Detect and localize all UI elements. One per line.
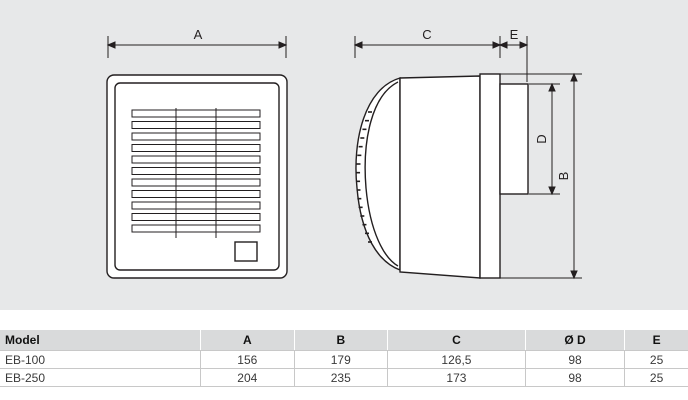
side-cover-inner-line	[364, 81, 399, 267]
table-cell-d: 98	[524, 350, 625, 369]
louver-slat	[131, 144, 261, 152]
side-main-body	[399, 75, 481, 279]
side-front-cover	[355, 77, 401, 272]
technical-drawing-svg: A C E D	[106, 27, 582, 280]
column-header-c: C	[387, 330, 525, 350]
louver-slat	[131, 132, 261, 141]
table-cell-e: 25	[624, 350, 688, 369]
technical-drawing: A C E D	[0, 0, 688, 310]
column-header-b: B	[293, 330, 387, 350]
louver-slat	[131, 224, 261, 233]
louver-slat	[131, 213, 261, 221]
louver-slat	[131, 109, 261, 118]
switch-window	[234, 241, 258, 262]
dimension-a	[106, 36, 288, 58]
dimension-b	[500, 72, 582, 280]
table-cell-c: 126,5	[387, 350, 525, 369]
side-view	[355, 73, 529, 279]
louver-slat	[131, 190, 261, 198]
column-header-d: Ø D	[524, 330, 625, 350]
louver-slat	[131, 155, 261, 164]
front-inner-panel	[114, 82, 280, 271]
dimension-b-label: B	[556, 172, 571, 181]
table-cell-a: 156	[200, 350, 294, 369]
dimension-c	[353, 36, 502, 58]
cover-ribs	[356, 111, 372, 243]
table-cell-model: EB-100	[0, 350, 201, 369]
dimension-a-label: A	[194, 27, 203, 42]
table-cell-c: 173	[387, 369, 525, 387]
table-cell-a: 204	[200, 369, 294, 387]
dimension-d	[529, 82, 560, 196]
side-spigot	[499, 83, 529, 195]
column-header-e: E	[624, 330, 688, 350]
table-cell-b: 179	[293, 350, 387, 369]
louver-grille	[131, 108, 261, 238]
table-cell-e: 25	[624, 369, 688, 387]
louver-slat	[131, 167, 261, 175]
table-cell-b: 235	[293, 369, 387, 387]
dimension-d-label: D	[534, 134, 549, 143]
louver-slat	[131, 201, 261, 210]
dimension-e-label: E	[510, 27, 519, 42]
table-cell-model: EB-250	[0, 369, 201, 387]
column-header-model: Model	[0, 330, 201, 350]
side-flange	[479, 73, 501, 279]
louver-slat	[131, 121, 261, 129]
louver-slat	[131, 178, 261, 187]
front-view	[106, 74, 288, 279]
dimension-c-label: C	[422, 27, 431, 42]
table-cell-d: 98	[524, 369, 625, 387]
dimension-e	[498, 36, 529, 82]
column-header-a: A	[200, 330, 294, 350]
